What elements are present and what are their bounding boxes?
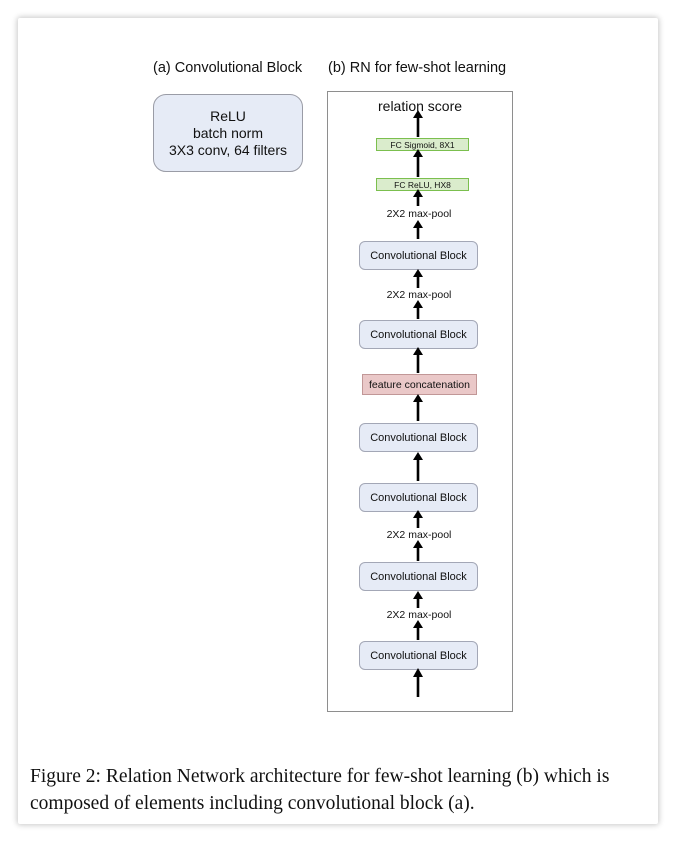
arrow-head [413, 452, 423, 460]
max-pool-label: 2X2 max-pool [386, 289, 452, 301]
max-pool-label: 2X2 max-pool [386, 208, 452, 220]
legend-relu: ReLU [210, 107, 246, 124]
arrow-head [413, 540, 423, 548]
arrow-head [413, 189, 423, 197]
arrow-head [413, 591, 423, 599]
heading-convolutional-block: (a) Convolutional Block [153, 60, 303, 76]
conv-block-4: Convolutional Block [359, 423, 478, 452]
arrow-head [413, 269, 423, 277]
arrow-head [413, 668, 423, 677]
arrow-head [413, 620, 423, 628]
figure-caption: Figure 2: Relation Network architecture … [30, 766, 610, 814]
max-pool-label: 2X2 max-pool [386, 609, 452, 621]
conv-block-3: Convolutional Block [359, 483, 478, 512]
arrow-head [413, 220, 423, 228]
heading-rn-few-shot: (b) RN for few-shot learning [328, 60, 507, 76]
conv-block-2: Convolutional Block [359, 562, 478, 591]
arrow-head [413, 300, 423, 308]
arrow-head [413, 347, 423, 355]
convolutional-block-legend: ReLU batch norm 3X3 conv, 64 filters [153, 94, 303, 172]
fc-sigmoid-layer: FC Sigmoid, 8X1 [376, 138, 469, 151]
conv-block-1: Convolutional Block [359, 641, 478, 670]
conv-block-6: Convolutional Block [359, 241, 478, 270]
feature-concatenation-layer: feature concatenation [362, 374, 477, 395]
arrow-head [413, 110, 423, 118]
legend-batch-norm: batch norm [192, 124, 264, 141]
relation-score-label: relation score [378, 98, 463, 114]
figure-card [18, 18, 658, 824]
legend-conv: 3X3 conv, 64 filters [168, 141, 288, 158]
conv-block-5: Convolutional Block [359, 320, 478, 349]
max-pool-label: 2X2 max-pool [386, 529, 452, 541]
network-panel [327, 91, 513, 712]
arrow-head [413, 149, 423, 157]
arrow-head [413, 510, 423, 518]
arrow-head [413, 394, 423, 402]
fc-relu-layer: FC ReLU, HX8 [376, 178, 469, 191]
